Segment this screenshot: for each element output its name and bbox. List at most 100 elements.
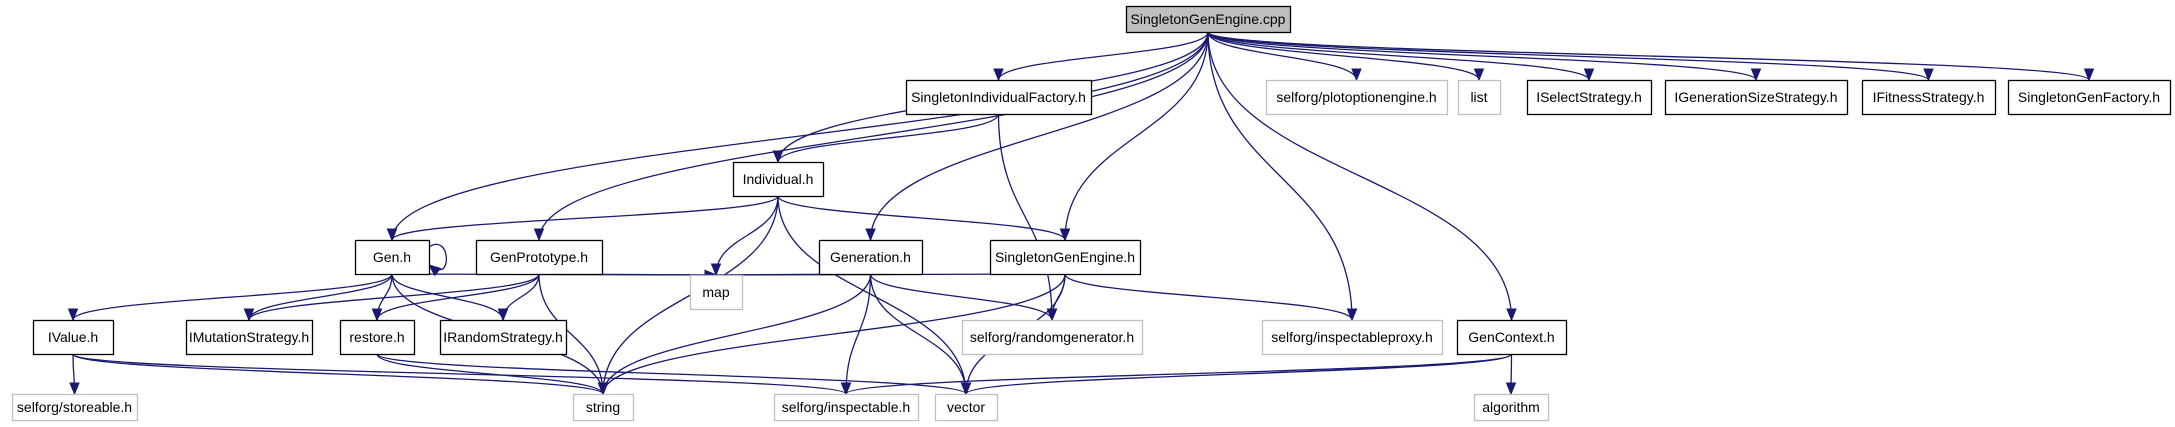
edge-gp-to-string: [538, 273, 604, 395]
edge-gp-to-ims-arrow: [243, 308, 255, 322]
edge-gc-to-vector-arrow: [960, 382, 972, 396]
edge-sge-to-rng-arrow: [1046, 308, 1058, 322]
node-ims-box: [185, 319, 314, 356]
node-ivalue[interactable]: IValue.h: [32, 319, 115, 356]
node-sif[interactable]: SingletonIndividualFactory.h: [905, 79, 1093, 116]
node-string[interactable]: string: [572, 393, 635, 422]
edge-root-to-generation-arrow: [865, 228, 876, 242]
node-string-box: [572, 393, 635, 422]
edge-root-to-igs-arrow: [1750, 68, 1762, 82]
edge-gen-to-ivalue-arrow: [67, 308, 79, 322]
node-restore-box: [339, 319, 416, 356]
edge-root-to-sif-arrow: [993, 68, 1004, 82]
edge-root-to-sif: [997, 31, 1209, 81]
node-gp-box: [475, 239, 604, 276]
edge-root-to-gc-arrow: [1506, 308, 1517, 322]
edge-generation-to-string: [602, 273, 872, 395]
node-iproxy-label: selforg/inspectableproxy.h: [1271, 329, 1433, 345]
edge-gen-to-ims: [248, 273, 393, 321]
edge-sge-to-iproxy-arrow: [1346, 308, 1358, 322]
node-ivalue-box: [32, 319, 115, 356]
edge-ivalue-to-storeable-arrow: [69, 382, 80, 396]
node-map[interactable]: map: [689, 274, 744, 311]
node-algorithm-label: algorithm: [1482, 399, 1540, 415]
edge-gc-to-vector: [965, 353, 1513, 395]
node-gc[interactable]: GenContext.h: [1456, 319, 1568, 356]
node-list-box: [1457, 79, 1502, 116]
node-iss[interactable]: ISelectStrategy.h: [1526, 79, 1653, 116]
edge-sif-to-rng: [997, 113, 1053, 321]
edge-ind-to-gen: [391, 195, 779, 241]
node-gp[interactable]: GenPrototype.h: [475, 239, 604, 276]
node-rng[interactable]: selforg/randomgenerator.h: [961, 319, 1144, 356]
node-poe-box: [1265, 79, 1449, 116]
edges-layer: [67, 31, 2095, 396]
node-gp-label: GenPrototype.h: [490, 249, 588, 265]
edge-root-to-gen: [391, 31, 1209, 241]
edge-root-to-gp-arrow: [533, 228, 545, 242]
edge-root-to-poe: [1207, 31, 1358, 81]
edge-ind-to-vector: [777, 195, 967, 395]
edge-ind-to-sge: [777, 195, 1066, 241]
node-root[interactable]: SingletonGenEngine.cpp: [1125, 5, 1292, 34]
edge-ivalue-to-inspectable: [72, 353, 847, 395]
node-sgf[interactable]: SingletonGenFactory.h: [2007, 79, 2172, 116]
node-iss-box: [1526, 79, 1653, 116]
edge-restore-to-string: [376, 353, 604, 395]
edge-root-to-igs: [1207, 31, 1757, 81]
node-gc-label: GenContext.h: [1468, 329, 1554, 345]
node-ind[interactable]: Individual.h: [732, 161, 825, 198]
edge-gen-to-irs: [391, 273, 504, 321]
node-restore[interactable]: restore.h: [339, 319, 416, 356]
node-sif-label: SingletonIndividualFactory.h: [911, 89, 1086, 105]
node-irs[interactable]: IRandomStrategy.h: [439, 319, 568, 356]
node-ifs[interactable]: IFitnessStrategy.h: [1861, 79, 1997, 116]
node-irs-label: IRandomStrategy.h: [443, 329, 563, 345]
node-gen[interactable]: Gen.h: [354, 239, 431, 276]
nodes-layer: SingletonGenEngine.cppSingletonIndividua…: [11, 5, 2172, 422]
node-gc-box: [1456, 319, 1568, 356]
node-rng-label: selforg/randomgenerator.h: [970, 329, 1134, 345]
node-sgf-box: [2007, 79, 2172, 116]
node-root-box: [1125, 5, 1292, 34]
node-ifs-box: [1861, 79, 1997, 116]
edge-restore-to-string-arrow: [597, 382, 609, 396]
node-map-label: map: [702, 284, 729, 300]
node-inspectable[interactable]: selforg/inspectable.h: [773, 393, 920, 422]
node-igs-label: IGenerationSizeStrategy.h: [1674, 89, 1837, 105]
node-generation[interactable]: Generation.h: [818, 239, 924, 276]
node-vector-box: [934, 393, 999, 422]
edge-generation-to-rng: [869, 273, 1053, 321]
edge-sif-to-ind: [777, 113, 1000, 163]
edge-root-to-sge: [1064, 31, 1209, 241]
edge-sif-to-ind-arrow: [772, 150, 784, 164]
edge-gen-to-gen-arrow: [427, 264, 442, 277]
node-ims-label: IMutationStrategy.h: [189, 329, 309, 345]
node-storeable[interactable]: selforg/storeable.h: [11, 393, 139, 422]
edge-ind-to-gen-arrow: [386, 228, 398, 242]
node-ind-box: [732, 161, 825, 198]
node-sge[interactable]: SingletonGenEngine.h: [989, 239, 1142, 276]
edge-gc-to-inspectable: [845, 353, 1513, 395]
edge-restore-to-vector: [376, 353, 967, 395]
node-ims[interactable]: IMutationStrategy.h: [185, 319, 314, 356]
edge-root-to-sgf: [1207, 31, 2090, 81]
edge-ivalue-to-string: [72, 353, 604, 395]
node-poe[interactable]: selforg/plotoptionengine.h: [1265, 79, 1449, 116]
node-rng-box: [961, 319, 1144, 356]
edge-gen-to-ivalue: [72, 273, 393, 321]
edge-gc-to-inspectable-arrow: [840, 382, 852, 396]
node-iproxy-box: [1261, 319, 1444, 356]
node-list[interactable]: list: [1457, 79, 1502, 116]
node-sge-label: SingletonGenEngine.h: [995, 249, 1135, 265]
edge-generation-to-inspectable: [845, 273, 872, 395]
node-vector[interactable]: vector: [934, 393, 999, 422]
node-sge-box: [989, 239, 1142, 276]
node-string-label: string: [586, 399, 620, 415]
node-igs[interactable]: IGenerationSizeStrategy.h: [1664, 79, 1849, 116]
node-algorithm[interactable]: algorithm: [1473, 393, 1550, 422]
node-inspectable-box: [773, 393, 920, 422]
node-gen-box: [354, 239, 431, 276]
node-iproxy[interactable]: selforg/inspectableproxy.h: [1261, 319, 1444, 356]
